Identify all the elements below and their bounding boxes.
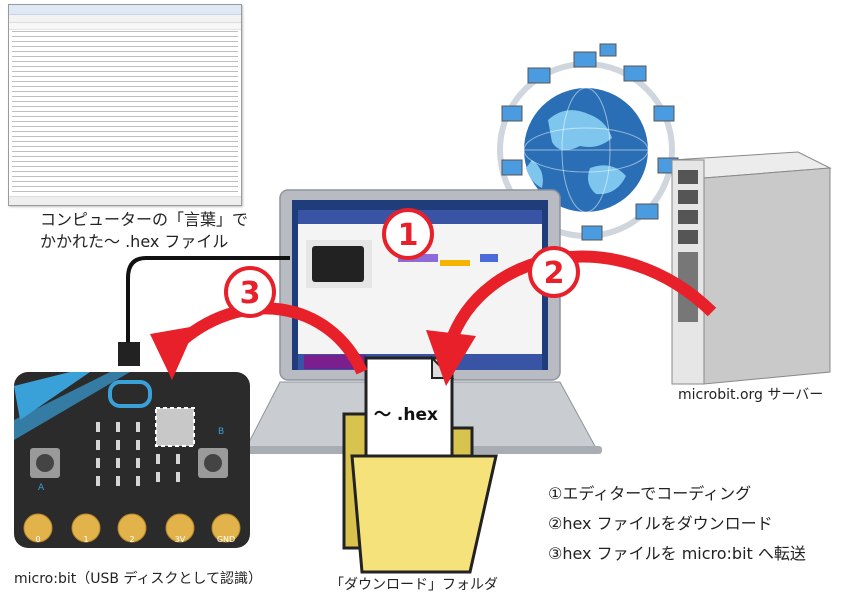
microbit-pin-1: [71, 513, 101, 543]
microbit-pin-label: 3V: [175, 535, 186, 544]
microbit-pin-label: 2: [129, 535, 134, 544]
hex-file-label: ～ .hex: [374, 405, 438, 425]
step-badge-3: 3: [224, 266, 276, 318]
server-caption: microbit.org サーバー: [678, 387, 824, 403]
hex-file-caption-line1: コンピューターの「言葉」で: [40, 210, 249, 229]
network-globe: [497, 43, 679, 241]
hex-window-menubar: [9, 15, 241, 23]
step-badge-2-number: 2: [544, 256, 565, 291]
microbit-pin-0: [23, 513, 53, 543]
step-badge-1: 1: [382, 208, 434, 260]
microbit-caption: micro:bit（USB ディスクとして認識）: [14, 571, 263, 587]
microbit-pin-2: [117, 513, 147, 543]
hex-file-caption-line2: かかれた～ .hex ファイル: [40, 232, 229, 251]
folder-caption: 「ダウンロード」フォルダ: [330, 577, 498, 593]
microbit-pin-label: 1: [83, 535, 88, 544]
download-folder: ～ .hex: [342, 355, 498, 574]
microbit-pin-3v: [165, 513, 195, 543]
microbit-button-b-label: B: [218, 427, 224, 437]
step-badge-1-number: 1: [398, 218, 419, 253]
microbit-pin-label: GND: [217, 535, 235, 544]
microbit-pin-label: 0: [35, 535, 40, 544]
microbit-button-a-label: A: [38, 483, 45, 493]
usb-plug: [118, 342, 140, 366]
hex-window-titlebar: [9, 5, 241, 15]
hex-window-header: [9, 23, 241, 30]
hex-window-statusbar: [9, 196, 241, 205]
hex-dump-rows: [12, 31, 238, 195]
microbit-processor-chip: [155, 407, 195, 447]
usb-cable: [126, 256, 290, 344]
arrow-step-3: [150, 302, 368, 380]
microbit-pin-row: 0 1 2 3V GND: [23, 513, 241, 544]
step-item-1: ①エディターでコーディング: [548, 484, 752, 503]
laptop: [240, 189, 602, 454]
step-item-2: ②hex ファイルをダウンロード: [548, 514, 773, 533]
microbit-led-matrix: [96, 422, 180, 486]
hex-editor-window: [8, 4, 242, 206]
step-item-3: ③hex ファイルを micro:bit へ転送: [548, 544, 806, 563]
microbit-board: A B 0 1 2 3V GND: [14, 372, 250, 548]
microbit-pin-gnd: [211, 513, 241, 543]
step-badge-2: 2: [528, 246, 580, 298]
server-tower: [670, 151, 832, 385]
step-badge-3-number: 3: [240, 276, 261, 311]
